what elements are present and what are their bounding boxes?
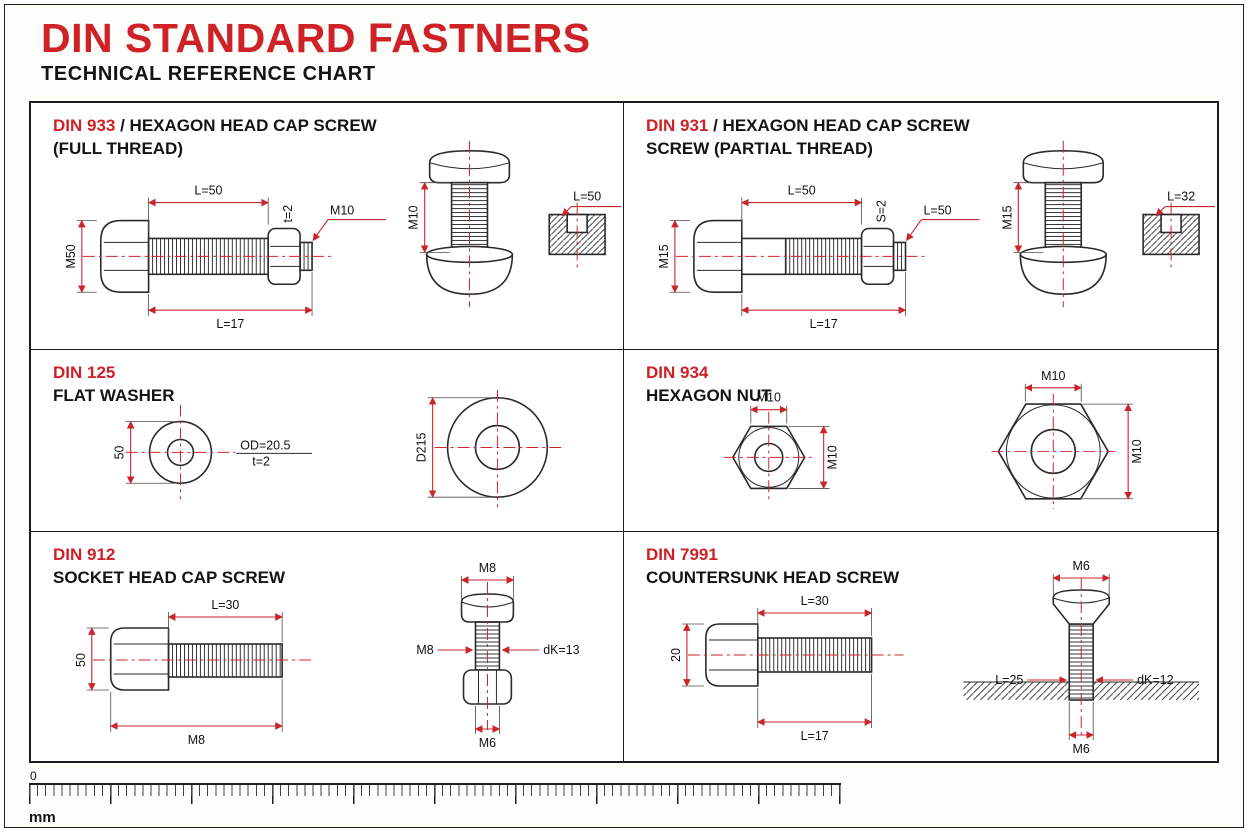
- din-code: DIN 933: [53, 116, 116, 135]
- screw-side-view: L=30 50 M8: [74, 598, 316, 747]
- dim-length-bottom: L=17: [216, 317, 244, 331]
- dim-front-right: dK=13: [543, 643, 579, 657]
- dim-small-right: M10: [826, 445, 840, 469]
- dim-front-bottom: M6: [1073, 742, 1090, 756]
- dim-thickness: t=2: [252, 454, 270, 468]
- page-subtitle: TECHNICAL REFERENCE CHART: [41, 63, 376, 86]
- dim-front-top: M6: [1073, 559, 1090, 573]
- dim-front-diameter: M15: [1000, 205, 1014, 229]
- din-code: DIN 934: [646, 363, 709, 382]
- din934-drawing: M10 M10 M10: [723, 369, 1144, 510]
- page-header: DIN STANDARD FASTNERS TECHNICAL REFERENC…: [41, 15, 591, 86]
- din-code: DIN 931: [646, 116, 709, 135]
- screw-side-view: L=30 20 L=17: [669, 594, 904, 743]
- panel-heading: DIN 912 SOCKET HEAD CAP SCREW: [53, 544, 285, 589]
- bolt-front-view: M10: [407, 140, 514, 308]
- dim-length-bottom: L=17: [801, 729, 829, 743]
- panel-title: / HEXAGON HEAD CAP SCREW: [115, 116, 377, 135]
- dim-section-length: L=50: [573, 190, 601, 204]
- din-code: DIN 7991: [646, 545, 718, 564]
- panel-heading: DIN 125 FLAT WASHER: [53, 362, 175, 407]
- dim-diameter-left: M15: [657, 244, 671, 268]
- dim-front-bottom: M6: [479, 736, 496, 750]
- panel-subtitle: COUNTERSUNK HEAD SCREW: [646, 567, 900, 587]
- ruler-unit-label: mm: [29, 809, 56, 826]
- section-view: L=50: [548, 190, 622, 269]
- bolt-front-view: M15: [1000, 140, 1107, 308]
- bolt-side-view: L=50 M15 L=17 L=50 S=2: [657, 184, 980, 331]
- din931-drawing: L=50 M15 L=17 L=50 S=2: [657, 140, 1216, 331]
- panel-din931: DIN 931 / HEXAGON HEAD CAP SCREW SCREW (…: [624, 103, 1217, 350]
- screw-front-view: M8 M8 dK=13 M6: [416, 561, 579, 750]
- dim-front-right: dK=12: [1137, 673, 1173, 687]
- dim-length-bottom: L=17: [810, 317, 838, 331]
- din125-drawing: 50 OD=20.5 t=2 D215: [113, 389, 562, 508]
- din-code: DIN 125: [53, 363, 116, 382]
- dim-front-diameter: M10: [407, 205, 421, 229]
- panel-din934: DIN 934 HEXAGON NUT M10: [624, 350, 1217, 532]
- panel-title: / HEXAGON HEAD CAP SCREW: [708, 116, 970, 135]
- dim-thread-bottom: M8: [188, 733, 205, 747]
- washer-large: D215: [415, 389, 562, 508]
- panel-heading: DIN 931 / HEXAGON HEAD CAP SCREW SCREW (…: [646, 115, 970, 160]
- bolt-side-view: L=50 M50 L=17 M10 t=2: [64, 184, 386, 331]
- dim-length-top: L=50: [194, 184, 222, 198]
- panel-din125: DIN 125 FLAT WASHER 50 OD=20.5 t=: [31, 350, 624, 532]
- nut-large: M10 M10: [991, 369, 1144, 510]
- dim-big-top: M10: [1041, 369, 1065, 383]
- ruler-area: 0 mm: [29, 769, 841, 826]
- panel-heading: DIN 934 HEXAGON NUT: [646, 362, 772, 407]
- ruler-zero-label: 0: [30, 769, 37, 783]
- dim-diameter-left: 50: [74, 653, 88, 667]
- panel-subtitle: FLAT WASHER: [53, 385, 175, 405]
- dim-thread-callout: M10: [330, 204, 354, 218]
- dim-small-top: M10: [757, 391, 781, 405]
- panel-heading: DIN 7991 COUNTERSUNK HEAD SCREW: [646, 544, 899, 589]
- panel-din912: DIN 912 SOCKET HEAD CAP SCREW: [31, 532, 624, 761]
- panel-din7991: DIN 7991 COUNTERSUNK HEAD SCREW: [624, 532, 1217, 761]
- dim-diameter-left: M50: [64, 244, 78, 268]
- panel-subtitle: SCREW (PARTIAL THREAD): [646, 138, 873, 158]
- dim-big-diameter: D215: [415, 433, 429, 463]
- panel-heading: DIN 933 / HEXAGON HEAD CAP SCREW (FULL T…: [53, 115, 377, 160]
- dim-length-top: L=30: [211, 598, 239, 612]
- mm-ruler: [29, 783, 841, 807]
- socket-head: [109, 627, 170, 691]
- dim-big-right: M10: [1130, 439, 1144, 463]
- din933-drawing: L=50 M50 L=17 M10 t=2: [64, 140, 622, 331]
- din7991-drawing: L=30 20 L=17: [669, 559, 1200, 756]
- dim-front-left: M8: [416, 643, 433, 657]
- dim-length-top: L=50: [788, 184, 816, 198]
- dim-front-left: L=25: [995, 673, 1023, 687]
- panel-subtitle: (FULL THREAD): [53, 138, 183, 158]
- nut-small: M10 M10: [723, 391, 840, 502]
- din912-drawing: L=30 50 M8: [74, 561, 580, 750]
- hatch-left: [963, 682, 1070, 700]
- page: DIN STANDARD FASTNERS TECHNICAL REFERENC…: [4, 4, 1244, 828]
- screw-front-view: M6 L=25 dK=12 M6: [963, 559, 1200, 756]
- dim-thread-callout: L=50: [923, 204, 951, 218]
- hatch-right: [1093, 682, 1200, 700]
- dim-section-length: L=32: [1167, 190, 1195, 204]
- dim-thickness: t=2: [281, 205, 295, 223]
- chart-grid: DIN 933 / HEXAGON HEAD CAP SCREW (FULL T…: [29, 101, 1219, 763]
- dim-thickness: S=2: [875, 200, 889, 223]
- dim-diameter-left: 20: [669, 648, 683, 662]
- panel-subtitle: HEXAGON NUT: [646, 385, 772, 405]
- section-view: L=32: [1142, 190, 1216, 269]
- panel-din933: DIN 933 / HEXAGON HEAD CAP SCREW (FULL T…: [31, 103, 624, 350]
- washer-small: 50 OD=20.5 t=2: [113, 404, 313, 500]
- dim-front-top: M8: [479, 561, 496, 575]
- din-code: DIN 912: [53, 545, 116, 564]
- threaded-shank: [756, 637, 873, 673]
- dim-small-diameter: 50: [113, 445, 127, 459]
- page-title: DIN STANDARD FASTNERS: [41, 15, 591, 61]
- dim-length-top: L=30: [801, 594, 829, 608]
- panel-subtitle: SOCKET HEAD CAP SCREW: [53, 567, 286, 587]
- dim-outer-diameter: OD=20.5: [240, 438, 290, 452]
